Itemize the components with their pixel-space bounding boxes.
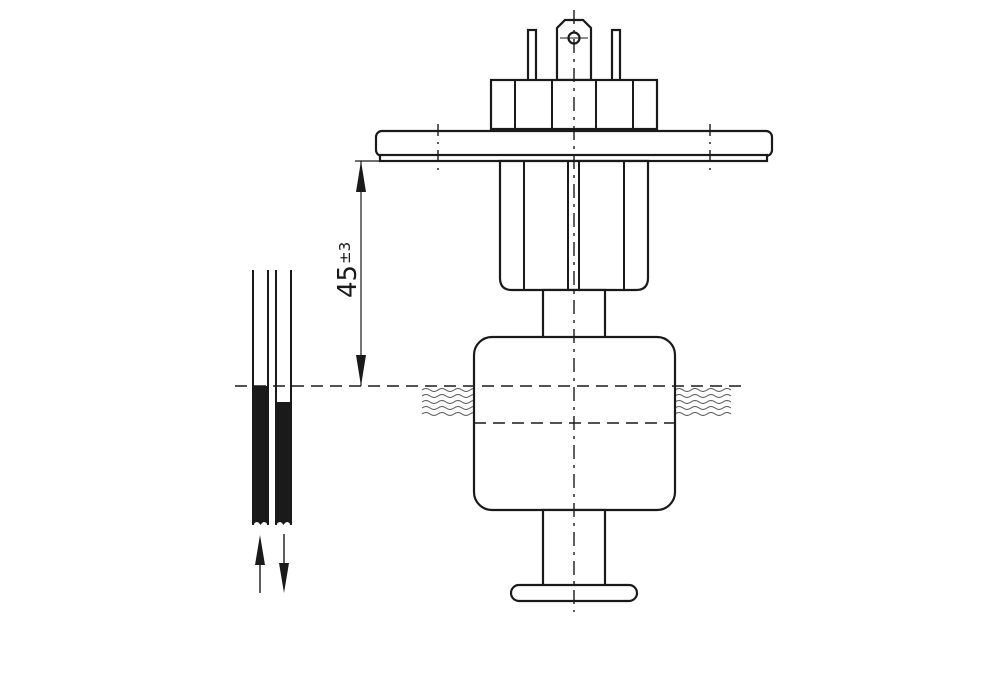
dimension-45 <box>355 160 382 386</box>
dimension-tolerance: ±3 <box>336 242 354 264</box>
dimension-value: 45 <box>333 265 363 298</box>
connector-pin-right <box>610 28 622 84</box>
connector-pin-left <box>526 28 538 84</box>
switch-state-falling <box>275 270 292 593</box>
switch-state-rising <box>252 270 269 593</box>
liquid-surface-hatching <box>421 388 732 416</box>
